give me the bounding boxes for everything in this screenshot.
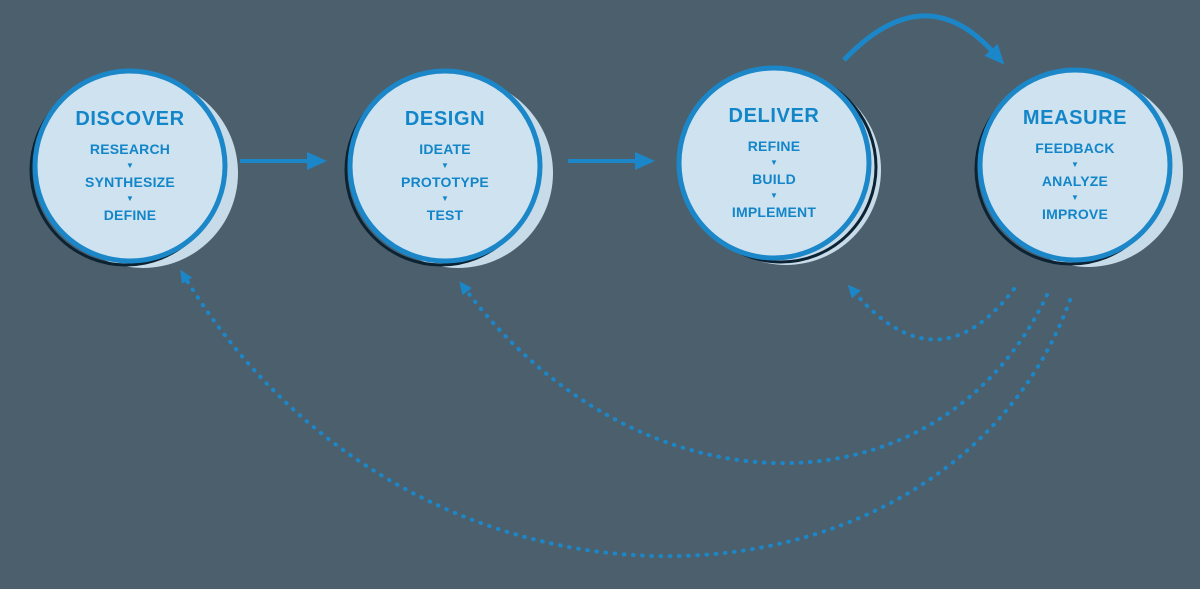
feedback-arrow-measure-to-design	[459, 281, 1049, 465]
measure-step-improve: IMPROVE	[1042, 206, 1108, 222]
deliver-circle	[676, 65, 872, 261]
design-circle	[347, 68, 543, 264]
measure-step-analyze: ANALYZE	[1041, 173, 1109, 189]
down-arrow-icon: ▼	[1071, 160, 1079, 169]
discover-step-research: RESEARCH	[89, 141, 171, 157]
discover-step-synthesize: SYNTHESIZE	[85, 174, 175, 190]
deliver-step-refine: REFINE	[747, 138, 801, 154]
discover-node: DISCOVER RESEARCH ▼ SYNTHESIZE ▼ DEFINE	[30, 108, 230, 224]
feedback-arrow-measure-to-deliver	[847, 284, 1016, 342]
discover-step-define: DEFINE	[103, 207, 157, 223]
down-arrow-icon: ▼	[441, 161, 449, 170]
down-arrow-icon: ▼	[126, 161, 134, 170]
down-arrow-icon: ▼	[441, 194, 449, 203]
deliver-step-implement: IMPLEMENT	[731, 204, 817, 220]
arrow-deliver-to-measure	[842, 13, 1005, 65]
measure-title: MEASURE	[1022, 107, 1128, 129]
deliver-node: DELIVER REFINE ▼ BUILD ▼ IMPLEMENT	[674, 105, 874, 221]
deliver-title: DELIVER	[728, 105, 820, 127]
down-arrow-icon: ▼	[1071, 193, 1079, 202]
deliver-node-circle	[676, 65, 881, 265]
design-title: DESIGN	[404, 108, 486, 130]
measure-circle	[977, 67, 1173, 263]
measure-node-circle	[974, 67, 1183, 267]
design-step-test: TEST	[426, 207, 464, 223]
discover-circle	[32, 68, 228, 264]
design-node-circle	[344, 68, 553, 268]
down-arrow-icon: ▼	[770, 158, 778, 167]
discover-title: DISCOVER	[75, 108, 185, 130]
design-step-prototype: PROTOTYPE	[401, 174, 489, 190]
design-node: DESIGN IDEATE ▼ PROTOTYPE ▼ TEST	[345, 108, 545, 224]
down-arrow-icon: ▼	[126, 194, 134, 203]
design-step-ideate: IDEATE	[419, 141, 471, 157]
measure-step-feedback: FEEDBACK	[1035, 140, 1115, 156]
deliver-step-build: BUILD	[752, 171, 796, 187]
down-arrow-icon: ▼	[770, 191, 778, 200]
feedback-arrow-measure-to-discover	[180, 269, 1072, 559]
discover-node-circle	[29, 68, 238, 268]
measure-node: MEASURE FEEDBACK ▼ ANALYZE ▼ IMPROVE	[975, 107, 1175, 223]
